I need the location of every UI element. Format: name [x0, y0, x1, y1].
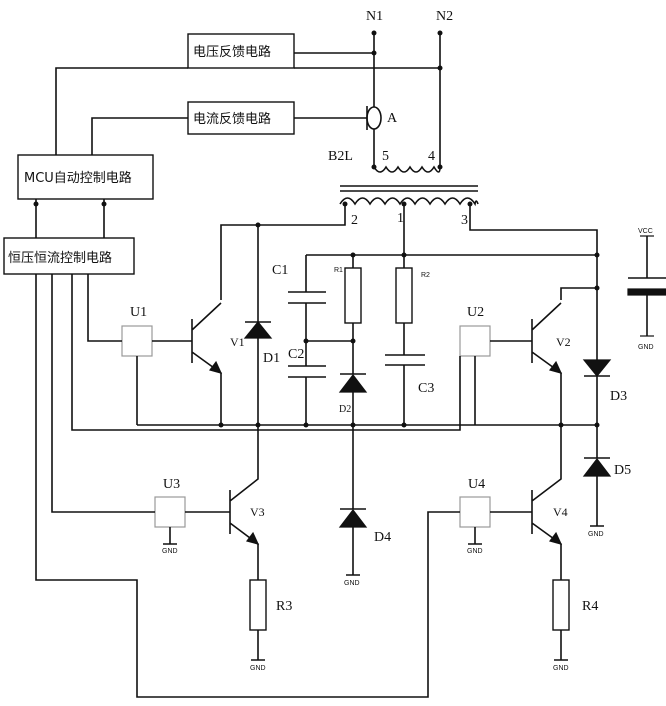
svg-text:VCC: VCC [638, 228, 653, 235]
svg-text:A: A [387, 111, 398, 126]
mcu-control-block: MCU自动控制电路 [17, 154, 154, 200]
svg-text:D4: D4 [374, 530, 391, 545]
svg-text:V2: V2 [556, 335, 571, 349]
capacitor-c1: C1 [272, 255, 326, 366]
svg-text:N2: N2 [436, 9, 453, 24]
svg-text:D5: D5 [614, 463, 631, 478]
transistor-v1: V1 [191, 302, 245, 425]
svg-text:5: 5 [382, 149, 389, 164]
transistor-v4: V4 [531, 425, 568, 580]
vcc-supply: VCC GND [627, 228, 666, 351]
transistor-v3: V3 [229, 425, 265, 580]
svg-text:3: 3 [461, 213, 468, 228]
svg-text:MCU自动控制电路: MCU自动控制电路 [24, 170, 132, 186]
svg-text:V4: V4 [553, 505, 568, 519]
optocoupler-u2: U2 [459, 305, 491, 357]
svg-text:V3: V3 [250, 505, 265, 519]
svg-text:D3: D3 [610, 389, 627, 404]
svg-text:D2: D2 [339, 404, 351, 415]
svg-text:C2: C2 [288, 347, 304, 362]
current-feedback-block: 电流反馈电路 [187, 101, 295, 135]
svg-text:N1: N1 [366, 9, 383, 24]
svg-text:电压反馈电路: 电压反馈电路 [193, 44, 271, 60]
svg-text:U2: U2 [467, 305, 484, 320]
svg-text:D1: D1 [263, 351, 280, 366]
diode-d5: D5 GND [582, 457, 631, 538]
svg-text:1: 1 [397, 211, 404, 226]
svg-text:GND: GND [467, 548, 483, 555]
voltage-feedback-block: 电压反馈电路 [187, 33, 295, 69]
capacitor-c3: C3 [385, 354, 434, 425]
svg-text:GND: GND [588, 531, 604, 538]
svg-text:恒压恒流控制电路: 恒压恒流控制电路 [8, 250, 112, 266]
svg-text:B2L: B2L [328, 149, 353, 164]
svg-text:U1: U1 [130, 305, 147, 320]
resistor-r1: R1 [334, 267, 362, 324]
svg-text:C3: C3 [418, 381, 434, 396]
diode-d1: D1 [243, 321, 280, 425]
svg-text:GND: GND [162, 548, 178, 555]
resistor-r3: R3 GND [249, 579, 292, 672]
current-sensor-a: A [366, 106, 398, 130]
svg-text:2: 2 [351, 213, 358, 228]
capacitor-c2: C2 [288, 347, 326, 425]
svg-text:U3: U3 [163, 477, 180, 492]
svg-text:R1: R1 [334, 267, 343, 274]
optocoupler-u3: U3 GND [154, 477, 186, 555]
svg-text:R4: R4 [582, 599, 598, 614]
svg-text:R2: R2 [421, 272, 430, 279]
svg-text:GND: GND [638, 344, 654, 351]
resistor-r2: R2 [395, 267, 430, 324]
svg-text:U4: U4 [468, 477, 485, 492]
optocoupler-u1: U1 [121, 305, 153, 357]
diode-d4: D4 GND [338, 508, 391, 587]
optocoupler-u4: U4 GND [459, 477, 491, 555]
svg-text:GND: GND [344, 580, 360, 587]
terminal-n1: N1 [366, 9, 383, 36]
svg-text:R3: R3 [276, 599, 292, 614]
cv-cc-control-block: 恒压恒流控制电路 [3, 237, 135, 275]
resistor-r4: R4 GND [552, 579, 598, 672]
transistor-v2: V2 [531, 302, 571, 425]
svg-text:4: 4 [428, 149, 435, 164]
svg-text:电流反馈电路: 电流反馈电路 [193, 111, 271, 127]
terminal-n2: N2 [436, 9, 453, 36]
svg-text:V1: V1 [230, 335, 245, 349]
svg-text:GND: GND [250, 665, 266, 672]
svg-text:GND: GND [553, 665, 569, 672]
svg-text:C1: C1 [272, 263, 288, 278]
transformer-b2l: B2L 5 4 2 1 3 [328, 149, 479, 228]
diode-d3: D3 [582, 359, 627, 458]
